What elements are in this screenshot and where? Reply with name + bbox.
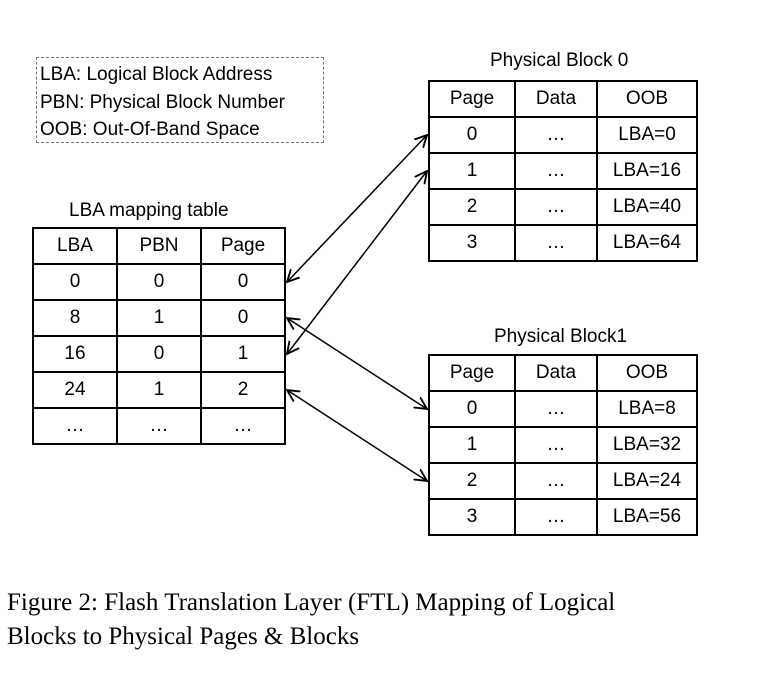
table-header-row: Page Data OOB <box>428 354 698 392</box>
caption-line-2: Blocks to Physical Pages & Blocks <box>7 623 360 650</box>
caption-line-1: Figure 2: Flash Translation Layer (FTL) … <box>7 589 616 616</box>
figure-caption: Figure 2: Flash Translation Layer (FTL) … <box>7 586 762 654</box>
table-cell: … <box>116 407 202 445</box>
table-row: 0 … LBA=0 <box>428 116 698 154</box>
table-cell: 0 <box>116 335 202 373</box>
table-cell: … <box>200 407 286 445</box>
table-cell: … <box>514 462 598 500</box>
table-cell: LBA=16 <box>596 152 698 190</box>
table-row: 3 … LBA=64 <box>428 224 698 262</box>
table-cell: … <box>514 498 598 536</box>
table-cell: 2 <box>428 462 516 500</box>
header-cell: LBA <box>32 227 118 265</box>
table-cell: 0 <box>428 390 516 428</box>
table-cell: LBA=8 <box>596 390 698 428</box>
table-row: 1 … LBA=16 <box>428 152 698 190</box>
table-cell: LBA=24 <box>596 462 698 500</box>
table-cell: 3 <box>428 224 516 262</box>
table-cell: … <box>32 407 118 445</box>
table-cell: 0 <box>428 116 516 154</box>
legend-line-pbn: PBN: Physical Block Number <box>40 91 285 113</box>
table-cell: 0 <box>200 299 286 337</box>
table-row: 0 0 0 <box>32 263 286 301</box>
table-cell: LBA=64 <box>596 224 698 262</box>
table-row: 2 … LBA=24 <box>428 462 698 500</box>
table-cell: … <box>514 224 598 262</box>
lba-mapping-table: LBA PBN Page 0 0 0 8 1 0 16 0 1 24 1 2 …… <box>32 227 286 445</box>
table-row: … … … <box>32 407 286 445</box>
table-cell: … <box>514 188 598 226</box>
mapping-arrow <box>287 135 427 282</box>
physical-block-1-title: Physical Block1 <box>494 326 628 347</box>
table-cell: … <box>514 116 598 154</box>
table-row: 8 1 0 <box>32 299 286 337</box>
header-cell: Page <box>428 354 516 392</box>
table-cell: LBA=0 <box>596 116 698 154</box>
table-cell: 3 <box>428 498 516 536</box>
header-cell: OOB <box>596 354 698 392</box>
table-row: 3 … LBA=56 <box>428 498 698 536</box>
header-cell: PBN <box>116 227 202 265</box>
table-cell: 1 <box>200 335 286 373</box>
table-row: 24 1 2 <box>32 371 286 409</box>
legend-line-lba: LBA: Logical Block Address <box>40 64 273 85</box>
mapping-arrow <box>287 390 427 481</box>
lba-table-title: LBA mapping table <box>69 200 229 221</box>
table-cell: 0 <box>200 263 286 301</box>
table-cell: 2 <box>200 371 286 409</box>
table-cell: LBA=56 <box>596 498 698 536</box>
table-cell: … <box>514 390 598 428</box>
physical-block-1-table: Page Data OOB 0 … LBA=8 1 … LBA=32 2 … L… <box>428 354 698 536</box>
table-header-row: LBA PBN Page <box>32 227 286 265</box>
table-row: 1 … LBA=32 <box>428 426 698 464</box>
header-cell: Page <box>200 227 286 265</box>
table-cell: … <box>514 152 598 190</box>
table-cell: 0 <box>32 263 118 301</box>
table-header-row: Page Data OOB <box>428 80 698 118</box>
table-cell: 2 <box>428 188 516 226</box>
table-cell: … <box>514 426 598 464</box>
table-cell: 8 <box>32 299 118 337</box>
table-row: 16 0 1 <box>32 335 286 373</box>
table-cell: 1 <box>116 299 202 337</box>
table-cell: 24 <box>32 371 118 409</box>
header-cell: Data <box>514 354 598 392</box>
mapping-arrow <box>287 318 427 409</box>
header-cell: OOB <box>596 80 698 118</box>
table-cell: 1 <box>428 152 516 190</box>
table-cell: LBA=40 <box>596 188 698 226</box>
legend-line-oob: OOB: Out-Of-Band Space <box>40 119 260 140</box>
physical-block-0-title: Physical Block 0 <box>490 50 629 71</box>
table-cell: 16 <box>32 335 118 373</box>
table-cell: 1 <box>428 426 516 464</box>
header-cell: Page <box>428 80 516 118</box>
table-cell: 0 <box>116 263 202 301</box>
table-row: 0 … LBA=8 <box>428 390 698 428</box>
legend-box: LBA: Logical Block Address PBN: Physical… <box>36 57 324 143</box>
physical-block-0-table: Page Data OOB 0 … LBA=0 1 … LBA=16 2 … L… <box>428 80 698 262</box>
header-cell: Data <box>514 80 598 118</box>
table-row: 2 … LBA=40 <box>428 188 698 226</box>
table-cell: 1 <box>116 371 202 409</box>
table-cell: LBA=32 <box>596 426 698 464</box>
mapping-arrow <box>287 171 427 354</box>
